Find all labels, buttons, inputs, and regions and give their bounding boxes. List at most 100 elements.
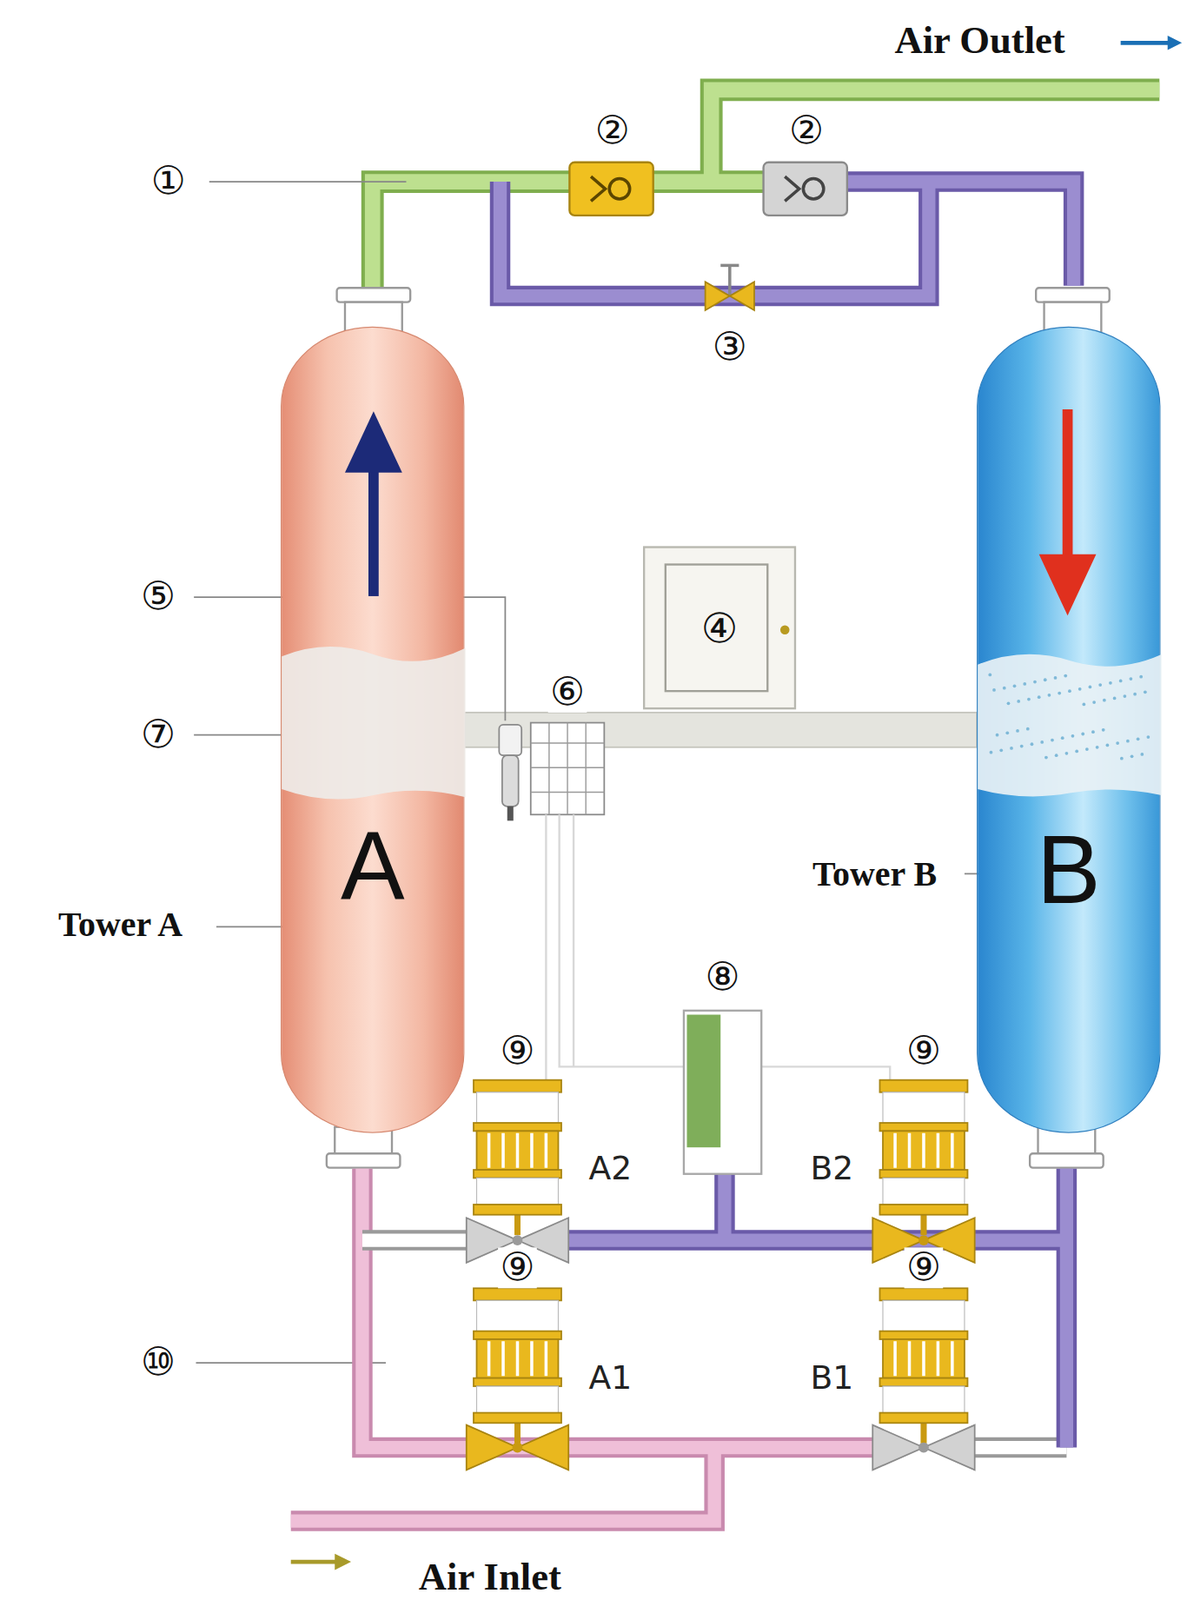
callout-number: ⑦ — [139, 714, 179, 756]
valve-code: B2 — [808, 1151, 856, 1186]
arrow-shaft — [291, 1559, 338, 1565]
panel-knob — [780, 624, 790, 635]
desiccant-grain — [1020, 744, 1024, 749]
flow-arrow-shaft — [1062, 409, 1074, 563]
filter-head — [498, 724, 522, 756]
desiccant-grain — [1091, 729, 1095, 734]
desiccant-grain — [1030, 742, 1035, 746]
check-valve — [763, 162, 848, 216]
desiccant-grain — [988, 672, 992, 677]
flow-arrow-head — [1039, 554, 1097, 616]
inlet-pipe — [291, 1168, 878, 1521]
desiccant-grain — [1047, 693, 1052, 697]
desiccant-grain — [1122, 694, 1127, 698]
flow-label: Air Outlet — [892, 20, 1068, 62]
callout-number: ⑨ — [497, 1246, 538, 1288]
desiccant-grain — [1061, 736, 1065, 740]
control-box: ④ — [643, 545, 796, 710]
outlet-pipe — [372, 89, 1161, 299]
desiccant-grain — [1092, 700, 1096, 704]
callout-number: ④ — [644, 607, 794, 649]
tower-flange — [1035, 287, 1110, 302]
tower-flange — [337, 287, 412, 302]
exhaust-pipe — [561, 1168, 1067, 1448]
valve-actuator — [879, 1287, 968, 1444]
callout-number: ⑤ — [139, 576, 179, 618]
valve-actuator — [473, 1287, 562, 1444]
desiccant-grain — [1043, 677, 1048, 682]
terminal-block — [530, 722, 605, 816]
tower-interior — [977, 409, 1161, 796]
terminal-grid — [530, 722, 605, 816]
callout-number: ⑧ — [702, 957, 743, 999]
valve-code: A1 — [586, 1360, 634, 1395]
valve-code: A2 — [586, 1151, 634, 1186]
desiccant-grain — [1037, 695, 1042, 699]
desiccant-grain — [1063, 674, 1068, 678]
desiccant-grain — [1140, 752, 1144, 756]
tower-letter: B — [977, 822, 1160, 919]
desiccant-band — [281, 646, 465, 799]
callout-number: ⑨ — [904, 1030, 944, 1072]
inlet-arrow — [291, 1553, 352, 1571]
check-valve-mark — [590, 176, 605, 201]
desiccant-grain — [1126, 739, 1130, 743]
valve-stem — [728, 265, 732, 296]
desiccant-grain — [1002, 686, 1007, 690]
desiccant-grain — [1027, 697, 1031, 702]
flow-arrow-head — [344, 411, 403, 472]
tower-interior — [281, 411, 465, 799]
tower-letter: A — [281, 817, 464, 914]
desiccant-band — [977, 654, 1161, 797]
desiccant-grain — [1106, 743, 1110, 748]
switching-valve — [466, 1425, 569, 1471]
switching-valve — [872, 1425, 975, 1471]
callout-number: ⑨ — [497, 1030, 538, 1072]
desiccant-grain — [1009, 746, 1014, 750]
filter-drain — [507, 806, 514, 821]
callout-number: ⑥ — [548, 671, 588, 713]
valve-code: B1 — [808, 1360, 856, 1395]
desiccant-grain — [995, 733, 1000, 737]
valve-wedge — [705, 281, 755, 311]
muffler — [683, 1010, 762, 1174]
desiccant-grain — [1108, 681, 1113, 685]
desiccant-grain — [1113, 696, 1117, 701]
desiccant-grain — [1078, 687, 1082, 691]
desiccant-grain — [1067, 689, 1072, 693]
desiccant-grain — [1095, 745, 1100, 750]
arrow-head — [334, 1553, 352, 1571]
flow-arrow-shaft — [368, 465, 379, 597]
check-valve-ball — [609, 179, 630, 199]
node-outline — [281, 327, 465, 1134]
desiccant-grain — [1088, 685, 1093, 690]
tower-flange — [326, 1153, 401, 1168]
callout-number: ⑩ — [139, 1342, 179, 1384]
desiccant-grain — [1136, 736, 1141, 741]
branch-pipe — [362, 1240, 1067, 1447]
exhaust-pipe-edge — [561, 1168, 1067, 1448]
callout-number: ③ — [709, 326, 750, 368]
callout-number: ⑨ — [904, 1246, 944, 1288]
desiccant-grain — [1033, 680, 1037, 684]
desiccant-grain — [1005, 730, 1009, 735]
desiccant-grain — [1022, 682, 1027, 686]
inlet-pipe-edge — [291, 1168, 878, 1521]
check-valve-ball — [802, 179, 823, 199]
part-label: Tower B — [810, 855, 940, 892]
desiccant-grain — [1057, 691, 1062, 696]
desiccant-grain — [1115, 741, 1120, 745]
pilot-filter — [498, 724, 522, 821]
desiccant-grain — [1054, 753, 1059, 757]
arrow-head — [1167, 35, 1182, 50]
bleed-valve — [705, 265, 755, 311]
tower-vessel: B — [976, 326, 1161, 1134]
valve-handle — [720, 264, 739, 268]
desiccant-grain — [1074, 749, 1079, 754]
check-valve-mark — [784, 176, 799, 201]
desiccant-grain — [1101, 728, 1106, 732]
desiccant-grain — [1102, 698, 1107, 703]
desiccant-grain — [1119, 679, 1123, 684]
desiccant-grain — [1129, 676, 1134, 681]
callout-number: ① — [148, 161, 188, 203]
